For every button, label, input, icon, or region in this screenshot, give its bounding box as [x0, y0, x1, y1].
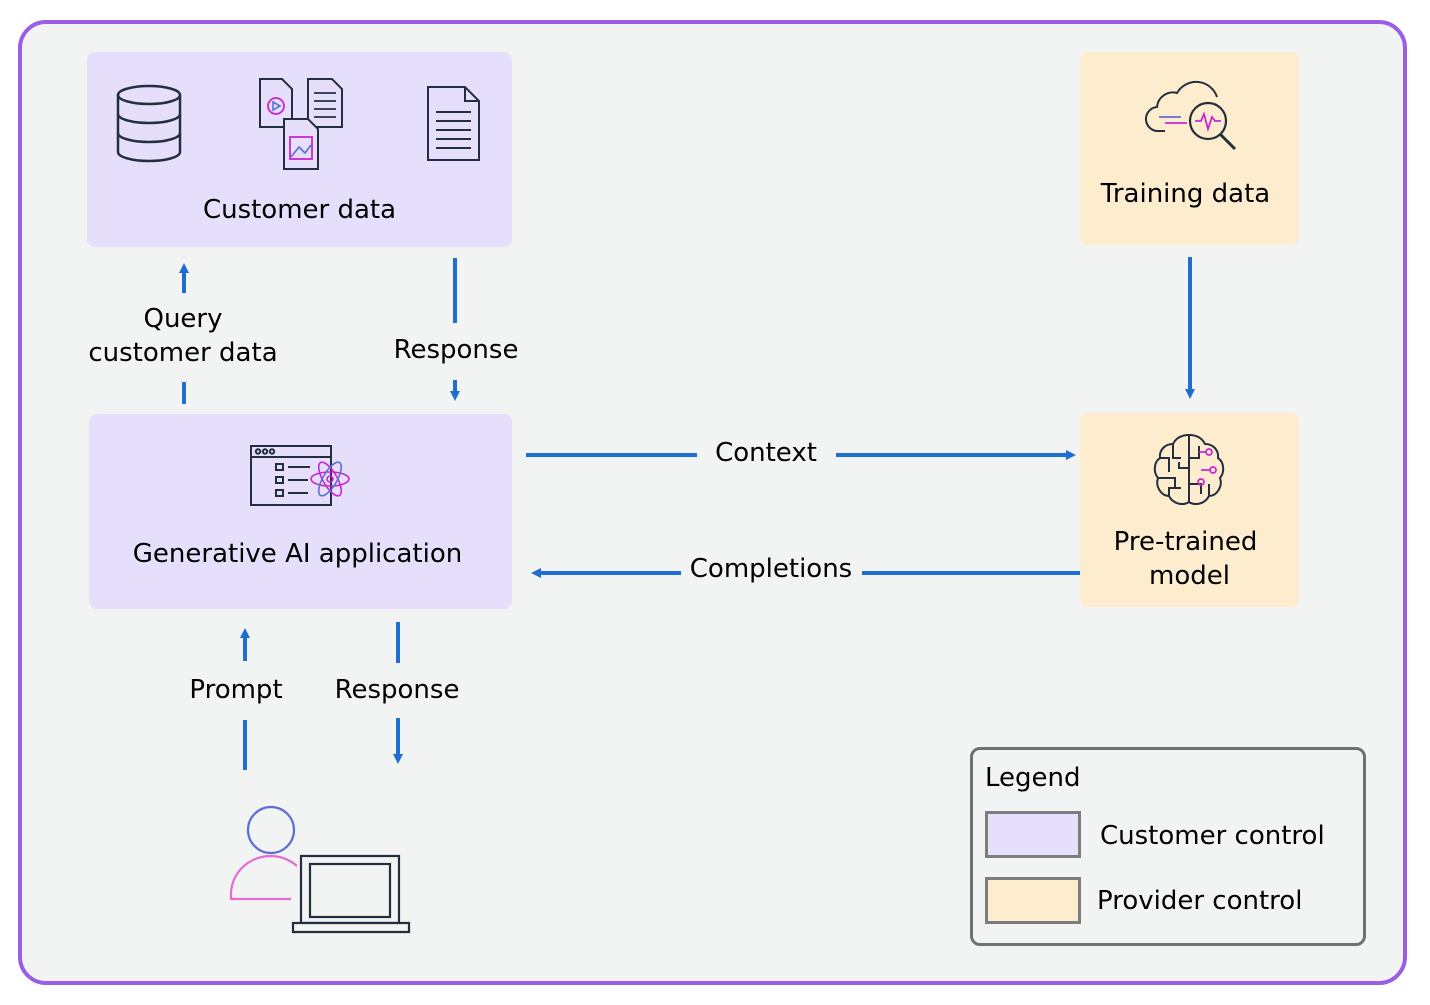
query-label-line2: customer data	[88, 338, 278, 368]
training-data-label: Training data	[1100, 179, 1271, 209]
legend-label-customer: Customer control	[1100, 821, 1325, 851]
brain-icon	[1153, 433, 1225, 505]
legend-label-provider: Provider control	[1097, 886, 1303, 916]
document-icon	[427, 86, 480, 161]
legend-swatch-provider	[985, 877, 1081, 924]
completions-label: Completions	[689, 554, 853, 584]
response-top-label: Response	[393, 335, 519, 365]
legend-title: Legend	[985, 763, 1081, 793]
documents-icon	[259, 78, 343, 170]
pretrained-model-label-line2: model	[1149, 561, 1230, 591]
training-data-node	[1080, 52, 1299, 245]
database-icon	[116, 84, 182, 163]
response-bottom-label: Response	[334, 675, 460, 705]
app-window-icon	[250, 445, 350, 506]
pretrained-model-label-line1: Pre-trained	[1113, 527, 1258, 557]
gen-ai-app-label: Generative AI application	[132, 539, 463, 569]
legend: Legend Customer control Provider control	[970, 747, 1366, 946]
user-icon	[229, 805, 298, 901]
laptop-icon	[291, 854, 411, 934]
customer-data-label: Customer data	[202, 195, 397, 225]
prompt-label: Prompt	[189, 675, 283, 705]
context-label: Context	[715, 438, 817, 468]
query-label-line1: Query	[143, 304, 223, 334]
cloud-search-icon	[1145, 80, 1237, 151]
legend-swatch-customer	[985, 811, 1081, 858]
